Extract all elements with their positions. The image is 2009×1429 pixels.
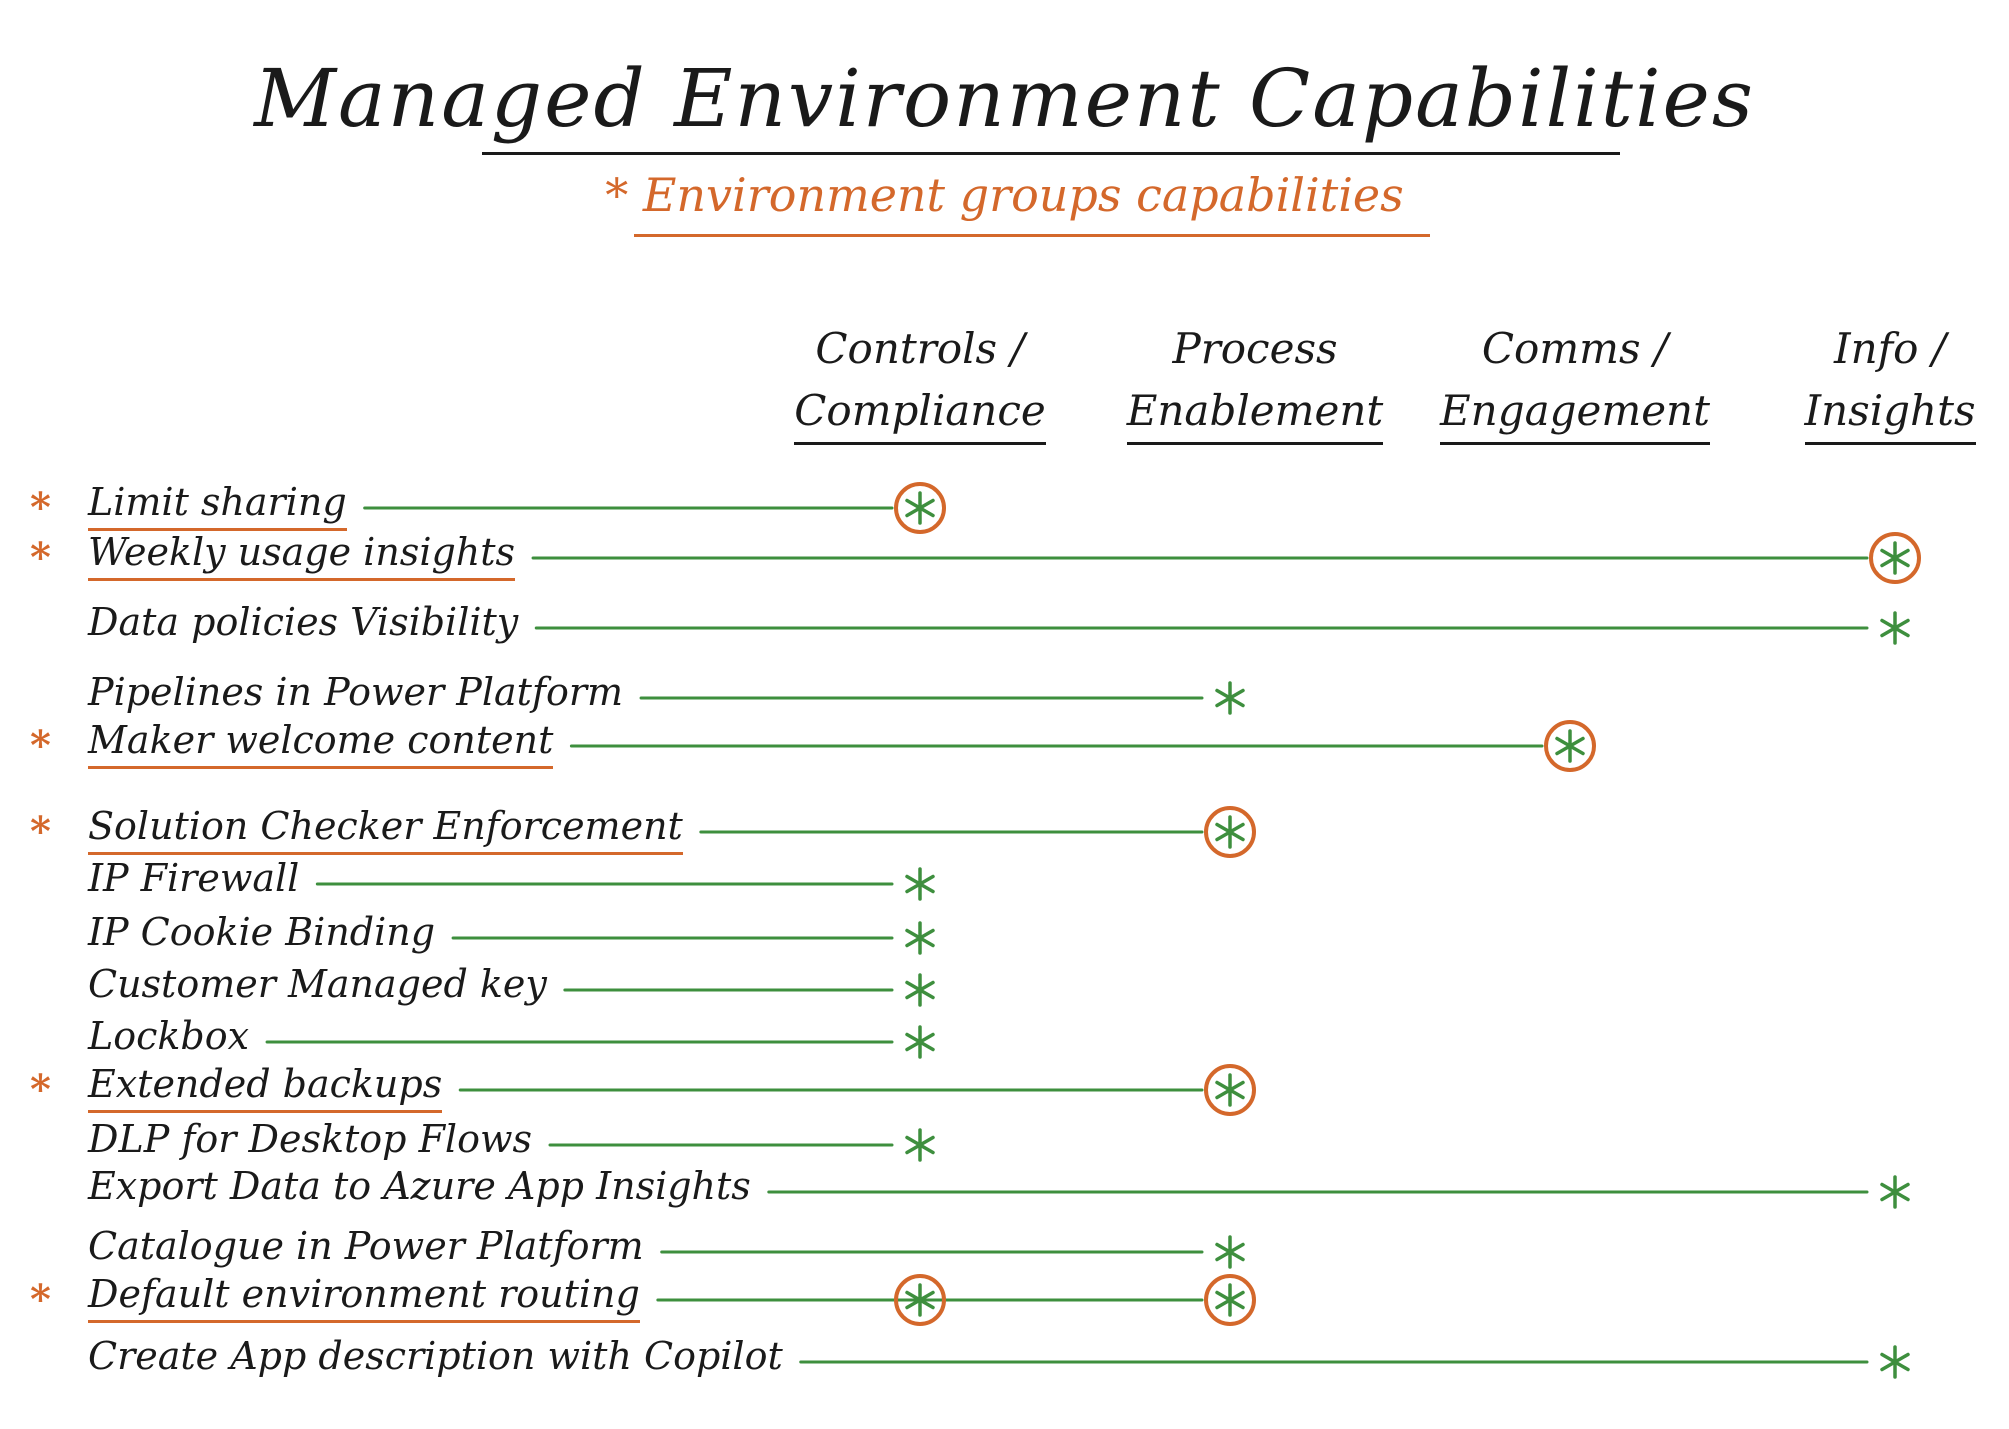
column-header-line2: Enablement [1126, 380, 1384, 445]
circled-star-mark-icon [905, 1283, 935, 1317]
group-star-icon: * [30, 808, 51, 855]
star-mark-icon [905, 1128, 935, 1162]
star-mark-icon [1880, 611, 1910, 645]
group-circle-icon [894, 482, 946, 534]
legend-subtitle: * Environment groups capabilities [605, 168, 1404, 222]
row-label-limit-sharing: Limit sharing [88, 478, 347, 531]
column-header-line2: Engagement [1440, 380, 1710, 445]
group-star-icon: * [30, 722, 51, 769]
star-mark-icon [1880, 1175, 1910, 1209]
row-label-default-environment-routing: Default environment routing [88, 1270, 640, 1323]
column-header-line2: Compliance [794, 380, 1046, 445]
column-header-line1: Process [1172, 324, 1338, 373]
star-mark-icon [905, 1025, 935, 1059]
column-header-line1: Info / [1834, 324, 1946, 373]
circled-star-mark-icon [1215, 1073, 1245, 1107]
circled-star-mark-icon [1880, 541, 1910, 575]
row-label-dlp-for-desktop-flows: DLP for Desktop Flows [88, 1117, 532, 1161]
row-label-customer-managed-key: Customer Managed key [88, 962, 547, 1006]
circled-star-mark-icon [1215, 815, 1245, 849]
row-label-maker-welcome-content: Maker welcome content [88, 716, 554, 769]
row-label-weekly-usage-insights: Weekly usage insights [88, 528, 516, 581]
group-circle-icon [894, 1274, 946, 1326]
group-circle-icon [1204, 806, 1256, 858]
star-mark-icon [905, 921, 935, 955]
star-mark-icon [1215, 681, 1245, 715]
star-mark-icon [1215, 1235, 1245, 1269]
row-label-ip-firewall: IP Firewall [88, 856, 300, 900]
row-label-create-app-description-with-copilot: Create App description with Copilot [88, 1334, 783, 1378]
group-star-icon: * [30, 1276, 51, 1323]
group-circle-icon [1204, 1274, 1256, 1326]
column-header-info-insights: Info / Insights [1790, 318, 1990, 445]
column-header-line2: Insights [1804, 380, 1976, 445]
star-mark-icon [905, 973, 935, 1007]
column-header-line1: Controls / [815, 324, 1025, 373]
row-label-lockbox: Lockbox [88, 1014, 250, 1058]
row-label-pipelines-in-power-platform: Pipelines in Power Platform [88, 670, 624, 714]
column-header-controls-compliance: Controls / Compliance [770, 318, 1070, 445]
group-circle-icon [1204, 1064, 1256, 1116]
column-header-line1: Comms / [1481, 324, 1669, 373]
row-label-ip-cookie-binding: IP Cookie Binding [88, 910, 436, 954]
circled-star-mark-icon [1215, 1283, 1245, 1317]
circled-star-mark-icon [905, 491, 935, 525]
group-star-icon: * [30, 1066, 51, 1113]
row-label-export-data-to-azure-app-insights: Export Data to Azure App Insights [88, 1164, 751, 1208]
column-header-comms-engagement: Comms / Engagement [1430, 318, 1720, 445]
group-circle-icon [1869, 532, 1921, 584]
column-header-process-enablement: Process Enablement [1120, 318, 1390, 445]
row-label-solution-checker-enforcement: Solution Checker Enforcement [88, 802, 683, 855]
group-circle-icon [1544, 720, 1596, 772]
group-star-icon: * [30, 534, 51, 581]
group-star-icon: * [30, 484, 51, 531]
diagram-title: Managed Environment Capabilities [254, 52, 1755, 145]
star-mark-icon [905, 867, 935, 901]
row-label-catalogue-in-power-platform: Catalogue in Power Platform [88, 1224, 644, 1268]
row-label-extended-backups: Extended backups [88, 1060, 443, 1113]
row-label-data-policies-visibility: Data policies Visibility [88, 600, 519, 644]
star-mark-icon [1880, 1345, 1910, 1379]
subtitle-underline [634, 234, 1430, 237]
title-underline [482, 152, 1620, 155]
circled-star-mark-icon [1555, 729, 1585, 763]
